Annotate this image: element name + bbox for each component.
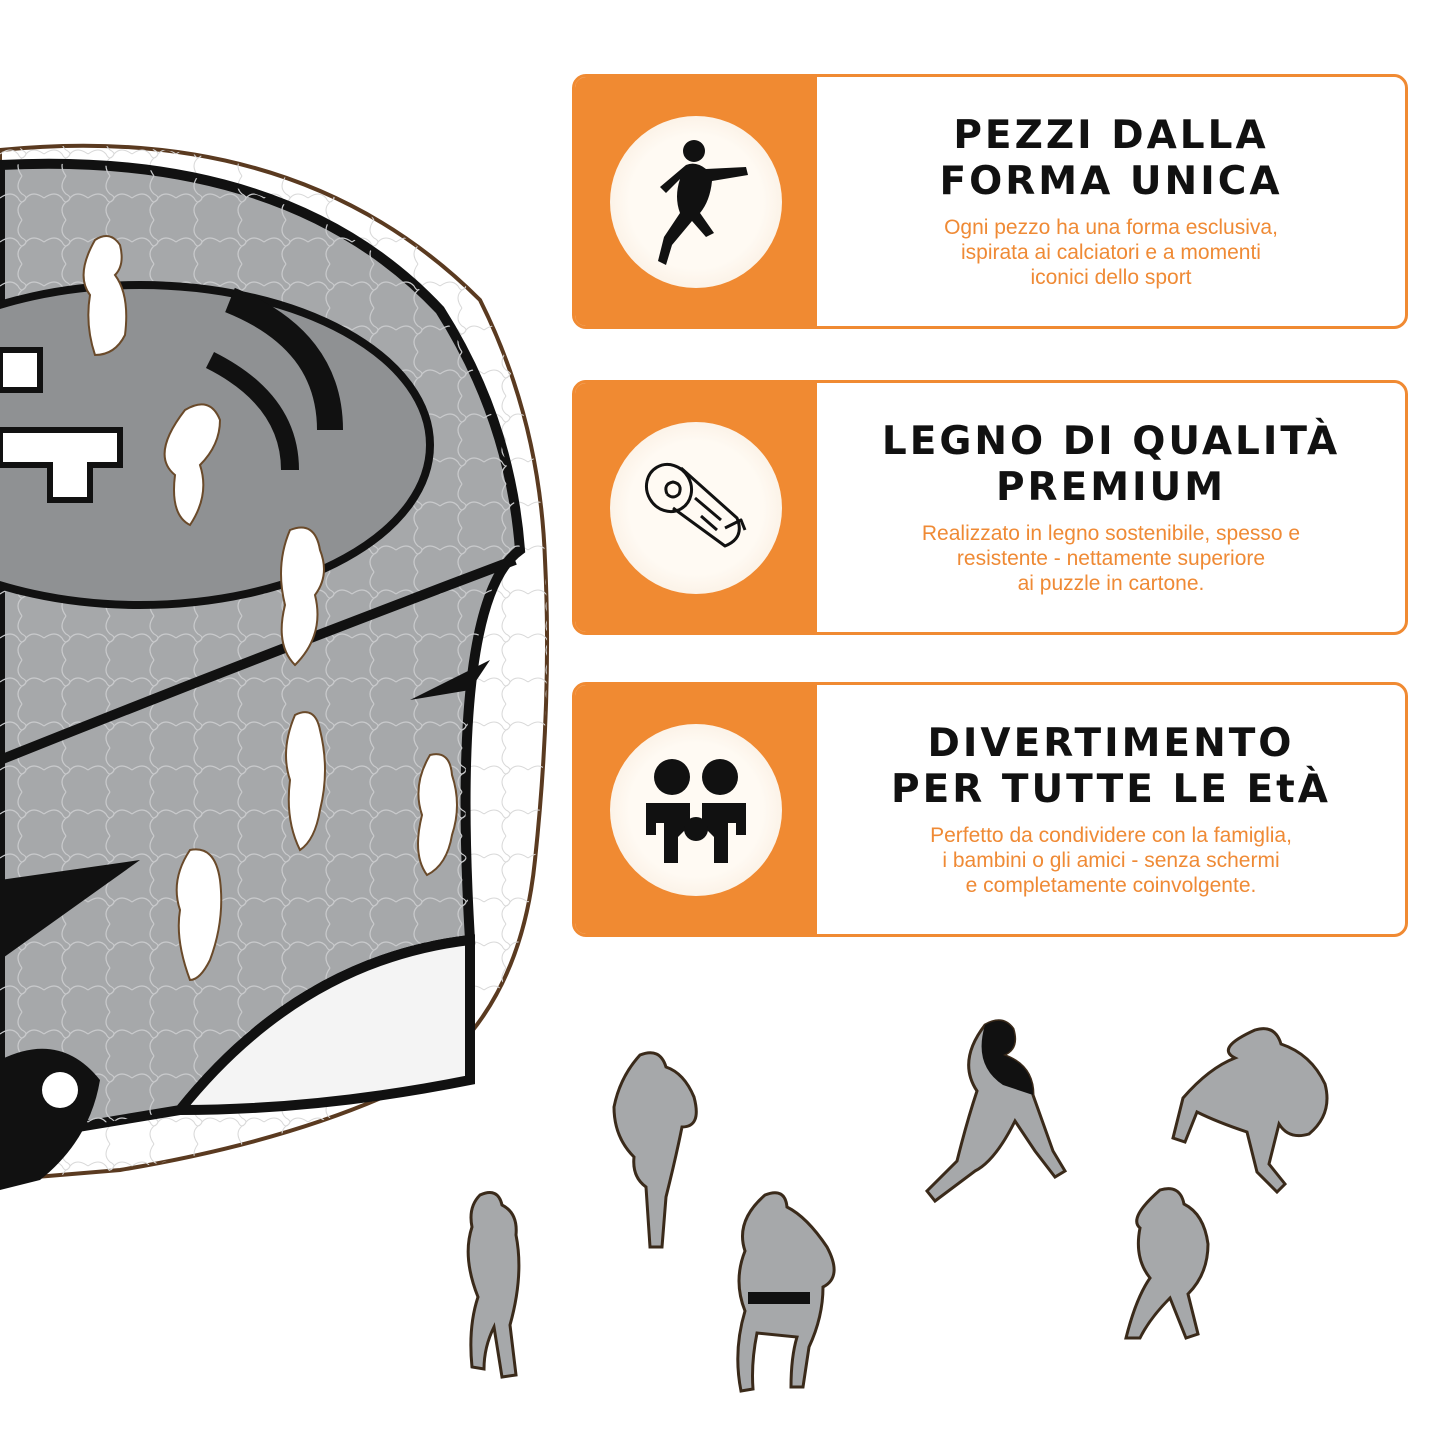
player-piece [466,1191,521,1379]
icon-badge [610,115,782,288]
feature-icon-panel [575,383,817,632]
icon-badge [610,723,782,896]
feature-text: DIVERTIMENTO PER TUTTE LE EtÀ Perfetto d… [817,685,1405,934]
feature-title: LEGNO DI QUALITÀ PREMIUM [881,419,1341,510]
feature-description: Ogni pezzo ha una forma esclusiva, ispir… [944,216,1278,289]
feature-text: PEZZI DALLA FORMA UNICA Ogni pezzo ha un… [817,77,1405,326]
feature-card-fun-all-ages: DIVERTIMENTO PER TUTTE LE EtÀ Perfetto d… [572,682,1408,937]
feature-title: PEZZI DALLA FORMA UNICA [939,113,1283,204]
feature-title: DIVERTIMENTO PER TUTTE LE EtÀ [891,721,1331,812]
football-runner-icon [658,139,748,265]
player-piece [736,1191,836,1393]
player-piece [1124,1187,1210,1340]
feature-text: LEGNO DI QUALITÀ PREMIUM Realizzato in l… [817,383,1405,632]
feature-icon-panel [575,685,817,934]
icon-badge [610,421,782,594]
wood-log-icon [644,462,747,547]
feature-description: Perfetto da condividere con la famiglia,… [930,824,1292,897]
feature-icon-panel [575,77,817,326]
player-piece [612,1051,698,1249]
family-icon [646,758,746,863]
player-piece [1171,1027,1329,1195]
feature-card-unique-shapes: PEZZI DALLA FORMA UNICA Ogni pezzo ha un… [572,74,1408,329]
feature-card-premium-wood: LEGNO DI QUALITÀ PREMIUM Realizzato in l… [572,380,1408,635]
feature-description: Realizzato in legno sostenibile, spesso … [921,522,1301,595]
